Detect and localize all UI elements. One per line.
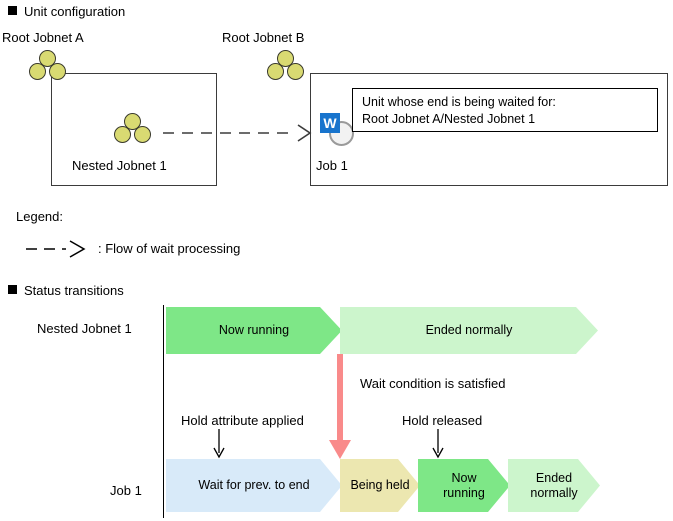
jobnet-circle-top xyxy=(124,113,141,130)
root-jobnet-a-icon xyxy=(28,50,70,83)
root-jobnet-a-box xyxy=(51,73,217,186)
hold-applied-arrow-icon xyxy=(213,429,225,459)
root-jobnet-b-box xyxy=(310,73,668,186)
nested-jobnet-1-icon xyxy=(113,113,155,146)
jobnet-circle-left xyxy=(29,63,46,80)
root-jobnet-b-icon xyxy=(266,50,308,83)
annotation-hold-released: Hold released xyxy=(402,413,483,428)
status-chevron-label: Wait for prev. to end xyxy=(198,478,310,492)
wait-condition-satisfied-arrow-icon xyxy=(329,354,351,459)
status-chevron-being-held: Being held xyxy=(340,459,420,512)
jobnet-circle-top xyxy=(277,50,294,67)
time-axis-line xyxy=(163,305,164,518)
job-1-icon: W xyxy=(320,113,356,147)
status-chevron-label-line2: normally xyxy=(530,485,578,500)
section-bullet-icon xyxy=(8,6,17,15)
status-row-label-nested-jobnet-1: Nested Jobnet 1 xyxy=(37,321,132,336)
wait-target-callout: Unit whose end is being waited for: Root… xyxy=(352,88,658,132)
status-chevron-label: Now running xyxy=(439,471,489,501)
root-jobnet-a-title: Root Jobnet A xyxy=(2,30,84,45)
annotation-wait-condition-satisfied: Wait condition is satisfied xyxy=(360,376,506,391)
legend-title: Legend: xyxy=(16,209,63,224)
jobnet-circle-right xyxy=(49,63,66,80)
status-chevron-label-line1: Now xyxy=(451,470,477,485)
status-chevron-label: Ended normally xyxy=(526,471,581,501)
section-heading-status-transitions-label: Status transitions xyxy=(24,283,124,298)
callout-line-1: Unit whose end is being waited for: xyxy=(362,95,556,109)
status-chevron-now-running-job: Now running xyxy=(418,459,510,512)
status-chevron-wait-for-prev-to-end: Wait for prev. to end xyxy=(166,459,342,512)
status-chevron-label-line2: running xyxy=(443,485,485,500)
status-chevron-label: Being held xyxy=(350,478,410,492)
jobnet-circle-left xyxy=(114,126,131,143)
nested-jobnet-1-label: Nested Jobnet 1 xyxy=(72,158,167,173)
jobnet-circle-top xyxy=(39,50,56,67)
status-chevron-ended-normally-jobnet: Ended normally xyxy=(340,307,598,354)
legend-dashed-arrow-icon xyxy=(26,240,86,258)
callout-line-2: Root Jobnet A/Nested Jobnet 1 xyxy=(362,112,536,126)
wait-badge-icon: W xyxy=(320,113,340,133)
jobnet-circle-right xyxy=(134,126,151,143)
legend-entry-label: : Flow of wait processing xyxy=(98,241,241,256)
status-chevron-label: Now running xyxy=(218,323,290,337)
status-chevron-label-line1: Ended xyxy=(535,470,573,485)
section-bullet-icon xyxy=(8,285,17,294)
root-jobnet-b-title: Root Jobnet B xyxy=(222,30,305,45)
job-1-label: Job 1 xyxy=(316,158,348,173)
section-heading-unit-configuration-label: Unit configuration xyxy=(24,4,126,19)
status-row-label-job-1: Job 1 xyxy=(110,483,142,498)
jobnet-circle-left xyxy=(267,63,284,80)
section-heading-status-transitions: Status transitions xyxy=(8,283,124,298)
jobnet-circle-right xyxy=(287,63,304,80)
status-chevron-ended-normally-job: Ended normally xyxy=(508,459,600,512)
annotation-hold-attribute-applied: Hold attribute applied xyxy=(181,413,304,428)
section-heading-unit-configuration: Unit configuration xyxy=(8,4,125,19)
wait-flow-arrow-icon xyxy=(163,124,312,142)
status-chevron-label: Ended normally xyxy=(425,323,513,337)
hold-released-arrow-icon xyxy=(432,429,444,459)
status-chevron-now-running-jobnet: Now running xyxy=(166,307,342,354)
